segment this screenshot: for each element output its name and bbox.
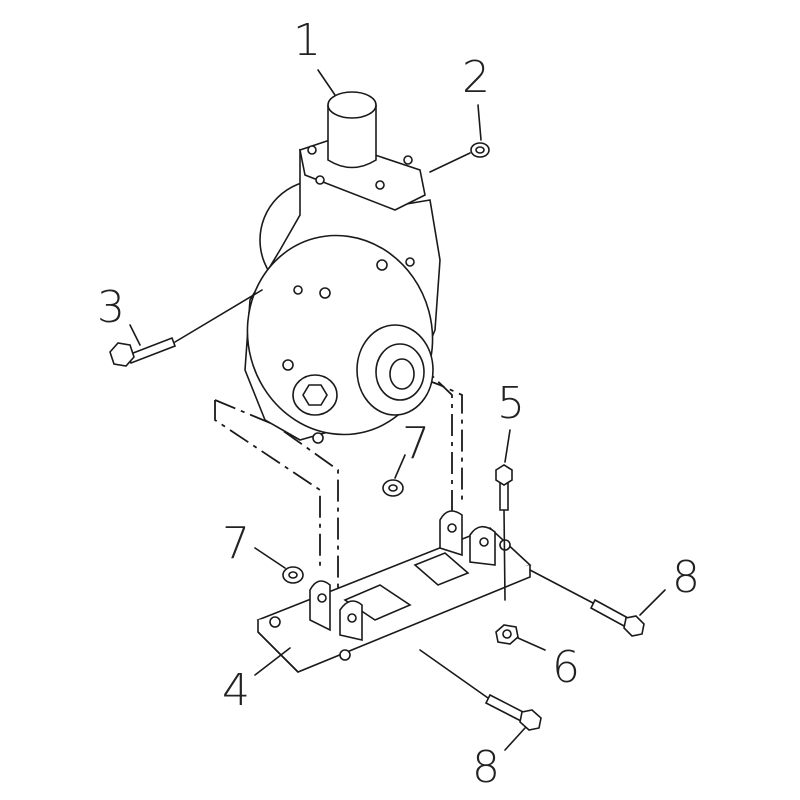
pump-body (244, 91, 441, 444)
callout-7a: 7 (402, 418, 430, 469)
callout-8b: 8 (472, 742, 500, 793)
bolt-8b (484, 693, 542, 731)
nut-7a (382, 479, 404, 497)
nut-6 (495, 624, 519, 645)
callout-4: 4 (222, 665, 250, 716)
callout-6: 6 (552, 642, 580, 693)
callout-5: 5 (497, 378, 525, 429)
callout-2: 2 (462, 52, 490, 103)
nut-2 (470, 142, 490, 158)
bolt-8a (589, 598, 645, 637)
bolt-5 (495, 464, 513, 511)
callout-3: 3 (97, 282, 125, 333)
bolt-3 (109, 336, 177, 367)
callout-1: 1 (293, 15, 321, 66)
callout-8a: 8 (672, 552, 700, 603)
leader-lines (129, 69, 666, 751)
fasteners (109, 142, 645, 731)
callout-7b: 7 (222, 518, 250, 569)
nut-7b (282, 566, 304, 584)
base-plate (256, 510, 532, 673)
